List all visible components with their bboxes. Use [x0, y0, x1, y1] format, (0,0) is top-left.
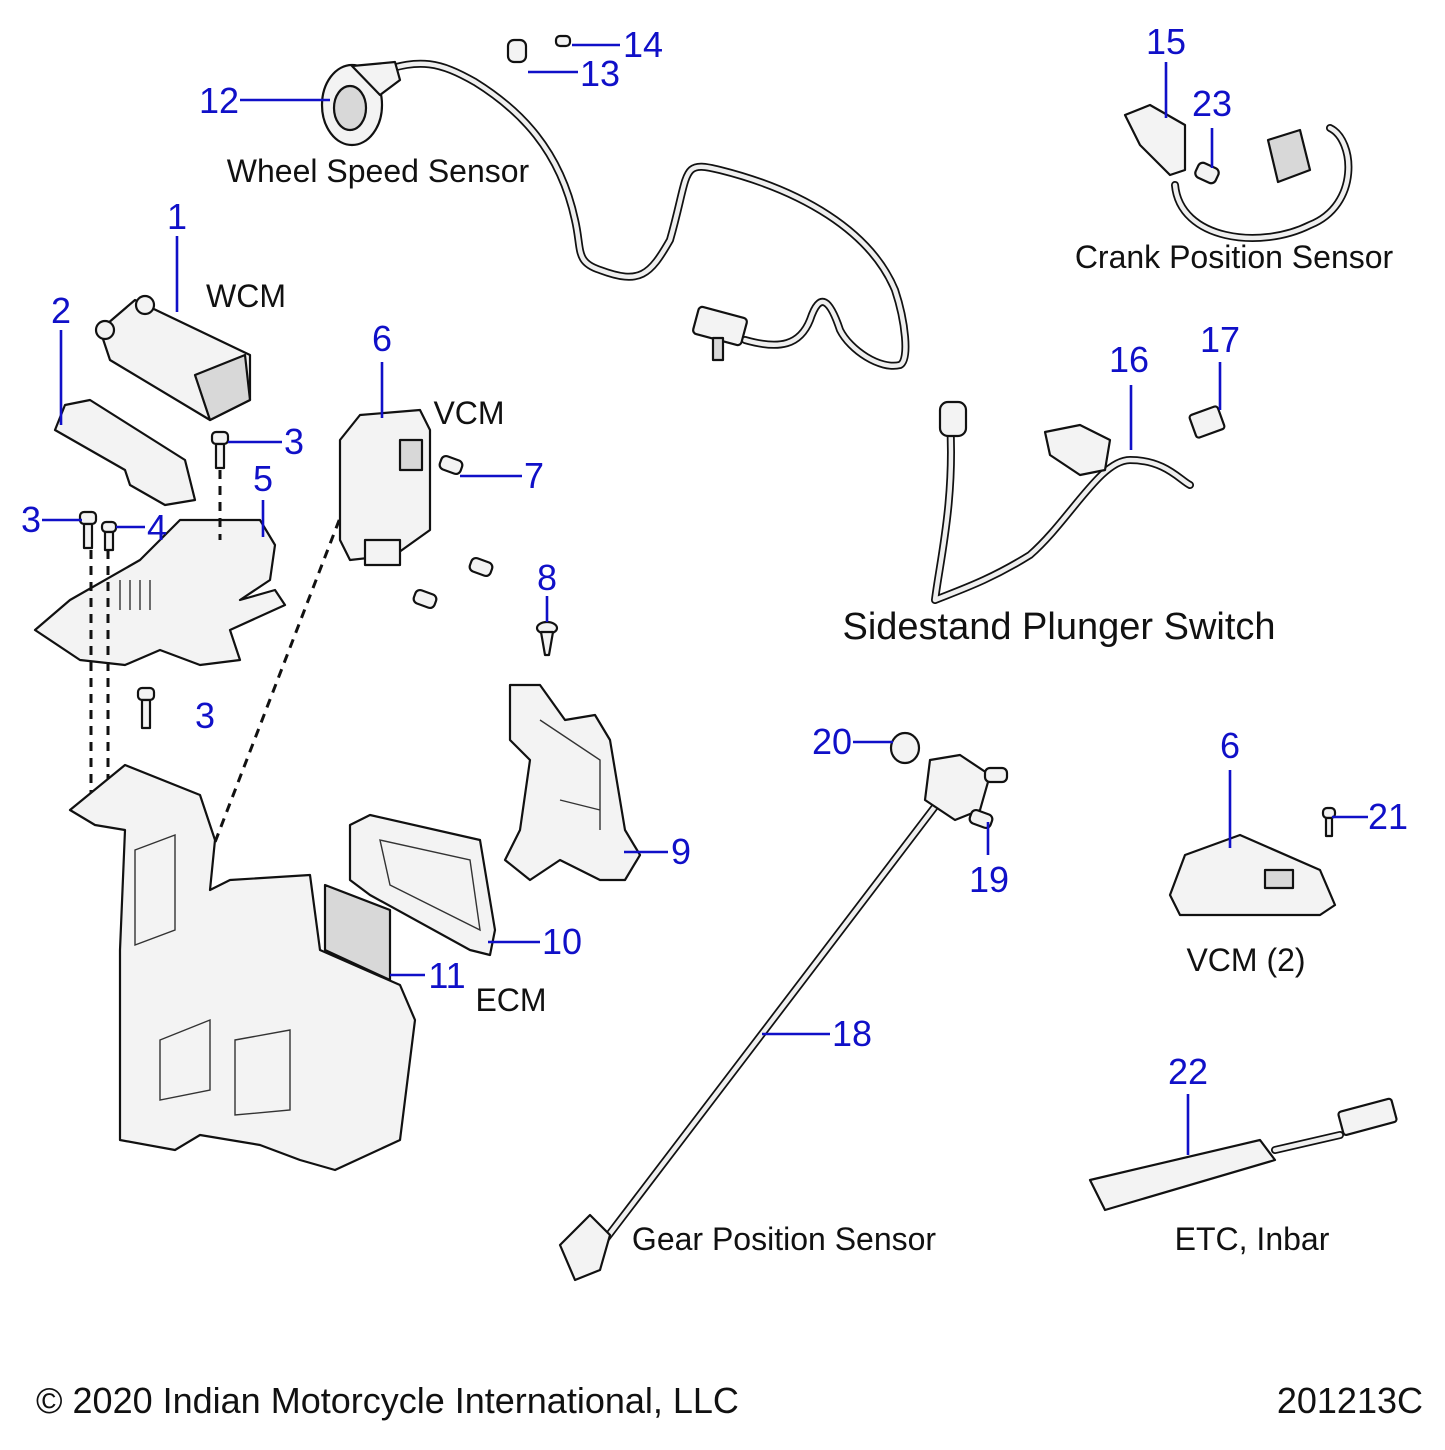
callout-1: 1 [166, 196, 188, 237]
ecm-10 [348, 813, 497, 957]
callout-2: 2 [50, 290, 72, 331]
caption-ecm: ECM [475, 982, 547, 1018]
main-bracket [68, 763, 417, 1172]
leader-lines [42, 43, 1368, 1155]
callout-16: 16 [1108, 339, 1150, 380]
screw-19 [968, 808, 994, 830]
screw-23 [1194, 161, 1220, 185]
callout-21: 21 [1367, 796, 1409, 837]
callout-13: 13 [579, 53, 621, 94]
caption-etc-inbar: ETC, Inbar [1174, 1221, 1330, 1257]
callout-5: 5 [252, 458, 274, 499]
wheel-speed-sensor-wire [376, 59, 910, 370]
callout-6: 6 [1219, 725, 1241, 766]
caption-wcm: WCM [206, 278, 286, 314]
screw-extra [468, 556, 494, 578]
screw-14 [554, 34, 572, 48]
caption-vcm-2: VCM (2) [1186, 942, 1306, 978]
screw-4 [100, 520, 118, 552]
callout-8: 8 [536, 557, 558, 598]
callout-4: 4 [146, 507, 168, 548]
callout-22: 22 [1167, 1051, 1209, 1092]
o-ring-20 [889, 731, 921, 765]
callout-23: 23 [1191, 83, 1233, 124]
copyright-text: © 2020 Indian Motorcycle International, … [36, 1380, 739, 1421]
caption-crank-position-sensor: Crank Position Sensor [1074, 239, 1394, 275]
callout-11: 11 [428, 955, 466, 996]
caption-wheel-speed-sensor: Wheel Speed Sensor [226, 153, 530, 189]
caption-vcm: VCM [433, 395, 505, 431]
callout-20: 20 [811, 721, 853, 762]
screw-7 [438, 454, 464, 476]
ecm-holder-9 [503, 683, 642, 882]
push-rivet-8 [535, 620, 559, 657]
callout-12: 12 [198, 80, 240, 121]
wheel-speed-connector [692, 305, 748, 362]
caption-gear-position-sensor: Gear Position Sensor [631, 1221, 937, 1257]
bolt-3-left [78, 510, 98, 550]
callout-17: 17 [1199, 319, 1241, 360]
callout-7: 7 [523, 455, 545, 496]
bolt-3-lower [136, 686, 156, 730]
caption-sidestand-plunger-switch: Sidestand Plunger Switch [842, 606, 1276, 648]
wheel-speed-sensor-part [320, 60, 402, 147]
screw-extra [412, 588, 438, 610]
callout-10: 10 [541, 921, 583, 962]
connector-17 [1188, 405, 1226, 439]
wcm-bracket [53, 398, 197, 507]
crank-position-sensor-part [1123, 103, 1353, 242]
callout-18: 18 [831, 1013, 873, 1054]
clip-13 [506, 38, 528, 64]
callout-14: 14 [622, 24, 664, 65]
callout-3: 3 [20, 499, 42, 540]
bolt-3-upper [210, 430, 230, 470]
callout-6: 6 [371, 318, 393, 359]
mount-bracket-5 [33, 518, 287, 667]
callout-15: 15 [1145, 21, 1187, 62]
gear-position-sensor-part [558, 753, 1009, 1282]
etc-inbar-part [1088, 1097, 1398, 1212]
drawing-number: 201213C [1276, 1380, 1423, 1421]
callout-19: 19 [968, 859, 1010, 900]
screw-21 [1321, 806, 1337, 838]
callout-3: 3 [283, 421, 305, 462]
callout-9: 9 [670, 831, 692, 872]
vcm-module [338, 408, 432, 567]
vcm-2-module [1168, 833, 1337, 917]
callout-3: 3 [194, 695, 216, 736]
sidestand-plunger-switch-part [931, 400, 1194, 604]
wcm-module [94, 294, 252, 422]
